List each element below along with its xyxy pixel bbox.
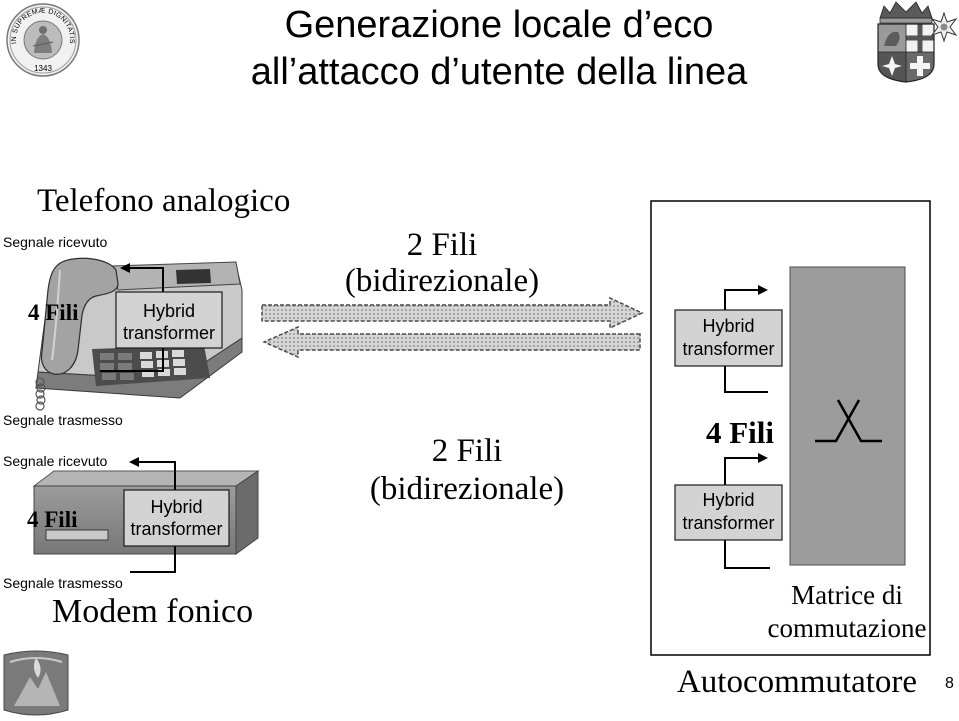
telephone-received-label: Segnale ricevuto [3, 234, 108, 250]
slide-title-line-1: Generazione locale d’eco [285, 4, 714, 46]
exchange-bottom-outgoing-wire [724, 453, 768, 485]
modem-four-wire-label: 4 Fili [27, 507, 78, 532]
telephone-hybrid-label-line-2: transformer [123, 323, 215, 343]
telephone-hybrid-transformer: Hybrid transformer [100, 263, 223, 372]
exchange-four-wire-label: 4 Fili [706, 415, 774, 450]
telephone-four-wire-label: 4 Fili [28, 300, 79, 325]
two-wire-telephone-label-line-1: 2 Fili [407, 227, 478, 263]
exchange-hybrid-bottom-label-line-1: Hybrid [702, 490, 754, 510]
modem-receive-wire [129, 457, 176, 490]
telephone-transmit-wire [100, 348, 164, 372]
two-wire-arrow-to-exchange [261, 296, 644, 330]
exchange-hybrid-bottom-label-line-2: transformer [682, 513, 774, 533]
telephone-hybrid-label-line-1: Hybrid [143, 301, 195, 321]
exchange-hybrid-top-label-line-2: transformer [682, 339, 774, 359]
exchange-hybrid-bottom: Hybrid transformer [674, 453, 783, 569]
two-wire-modem-label-line-1: 2 Fili [432, 433, 503, 469]
exchange-box [650, 200, 931, 656]
telephone-hybrid-box [115, 291, 223, 349]
two-wire-arrow-to-telephone [262, 325, 641, 359]
modem-hybrid-label-line-2: transformer [130, 519, 222, 539]
matrix-label-line-2: commutazione [768, 613, 927, 643]
slide-title-line-2: all’attacco d’utente della linea [251, 51, 748, 93]
exchange-bottom-incoming-wire [724, 540, 770, 569]
modem-transmitted-label: Segnale trasmesso [3, 575, 123, 591]
matrix-label-line-1: Matrice di [791, 580, 903, 610]
two-wire-modem-label-line-2: (bidirezionale) [370, 471, 564, 507]
exchange-hybrid-top: Hybrid transformer [674, 285, 783, 393]
exchange-hybrid-bottom-box [674, 484, 783, 541]
two-wire-telephone-label-line-2: (bidirezionale) [345, 263, 539, 299]
modem-hybrid-box [123, 489, 230, 547]
modem-received-label: Segnale ricevuto [3, 453, 108, 469]
university-seal-logo: IN SUPREMÆ DIGNITATIS 1343 [6, 3, 80, 77]
display-slot [176, 269, 211, 284]
seal-year: 1343 [34, 64, 52, 73]
bottom-left-emblem-logo [3, 650, 69, 716]
modem-side-face [235, 470, 259, 555]
telephone-receive-wire [120, 263, 164, 292]
modem-heading: Modem fonico [52, 593, 253, 630]
two-wire-line-telephone: 2 Fili (bidirezionale) [261, 227, 644, 359]
telephone-heading: Telefono analogico [37, 183, 290, 219]
exchange-hybrid-top-label-line-1: Hybrid [702, 316, 754, 336]
exchange-title: Autocommutatore [677, 664, 917, 700]
naval-coat-of-arms-logo [877, 1, 958, 83]
crosspoint-symbol [815, 399, 882, 443]
modem-transmit-wire [130, 546, 176, 573]
telephone-transmitted-label: Segnale trasmesso [3, 412, 123, 428]
telephone-cord [35, 377, 46, 411]
exchange-hybrid-top-box [674, 309, 783, 367]
page-number: 8 [945, 675, 954, 692]
modem-hybrid-label-line-1: Hybrid [150, 497, 202, 517]
handset [40, 257, 119, 375]
exchange-top-incoming-wire [724, 366, 768, 393]
two-wire-line-modem: 2 Fili (bidirezionale) [370, 433, 564, 507]
modem-hybrid-transformer: Hybrid transformer [123, 457, 230, 573]
exchange-top-outgoing-wire [724, 285, 768, 310]
modem-slot [45, 529, 109, 541]
modem-top-face [32, 470, 260, 487]
